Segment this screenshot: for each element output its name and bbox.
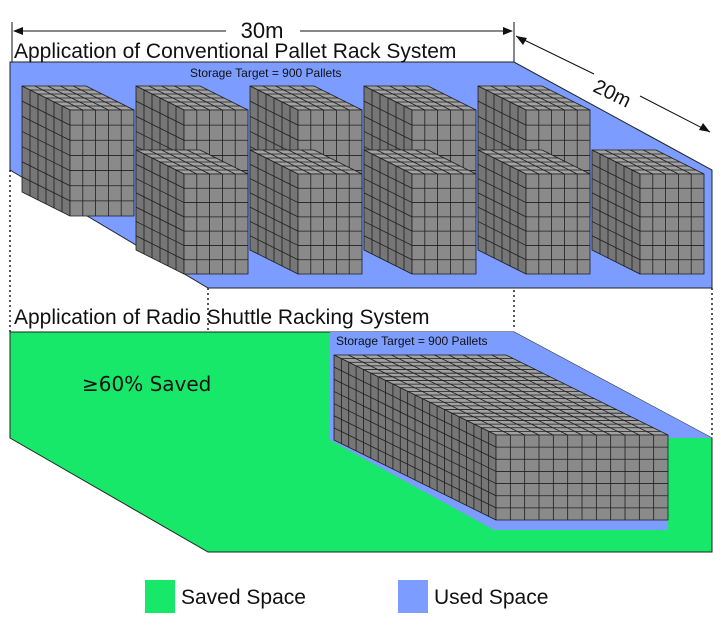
conventional-title: Application of Conventional Pallet Rack … <box>14 40 456 63</box>
shuttle-storage-target: Storage Target = 900 Pallets <box>336 334 488 348</box>
pallet-rack <box>249 149 363 275</box>
rack-front-face <box>69 109 135 217</box>
rack-front-face <box>183 173 249 275</box>
shuttle-title: Application of Radio Shuttle Racking Sys… <box>14 306 430 329</box>
rack-front-face <box>297 173 363 275</box>
legend-saved-label: Saved Space <box>181 586 306 609</box>
legend-saved-swatch <box>145 580 175 613</box>
conventional-storage-target: Storage Target = 900 Pallets <box>190 66 342 80</box>
rack-front-face <box>411 173 477 275</box>
pallet-rack <box>21 85 135 217</box>
rack-front-face <box>525 173 591 275</box>
legend-used-swatch <box>398 580 428 613</box>
saved-percentage-label: ≥60% Saved <box>82 372 211 396</box>
rack-front-face <box>639 173 705 275</box>
pallet-rack <box>135 149 249 275</box>
pallet-rack <box>333 354 669 521</box>
legend: Saved Space Used Space <box>145 580 548 613</box>
legend-used-label: Used Space <box>434 586 548 609</box>
shuttle-rack-block <box>333 354 669 521</box>
width-label: 30m <box>241 18 284 43</box>
pallet-rack <box>591 149 705 275</box>
conventional-racks <box>21 85 705 275</box>
pallet-rack <box>363 149 477 275</box>
width-dimension: 30m <box>11 18 515 62</box>
pallet-rack <box>477 149 591 275</box>
